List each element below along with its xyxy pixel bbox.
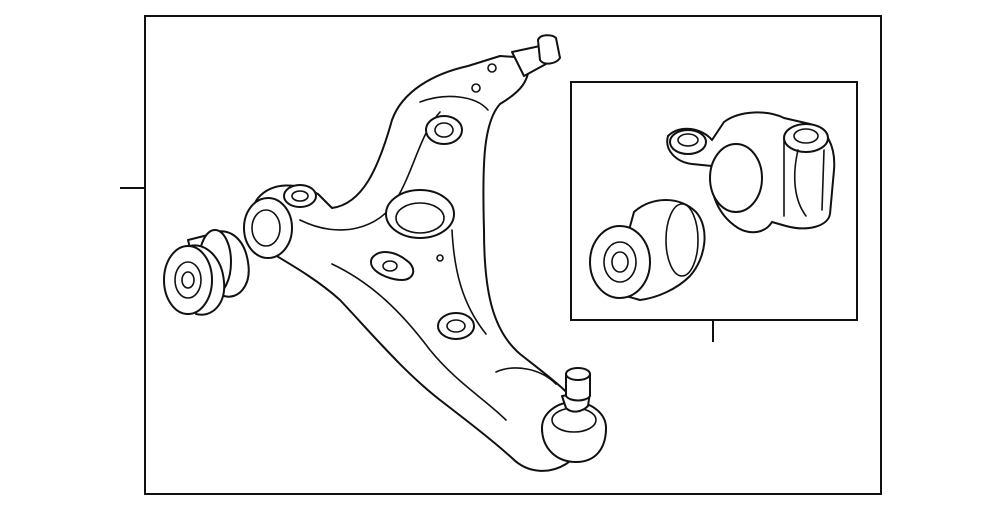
ball-joint [541, 367, 607, 463]
main-frame [144, 15, 882, 495]
bushing-bracket [666, 111, 836, 234]
lower-control-arm [243, 55, 589, 472]
arm-end-pin [511, 34, 561, 77]
rear-bushing [589, 199, 706, 301]
front-bushing [163, 229, 250, 316]
